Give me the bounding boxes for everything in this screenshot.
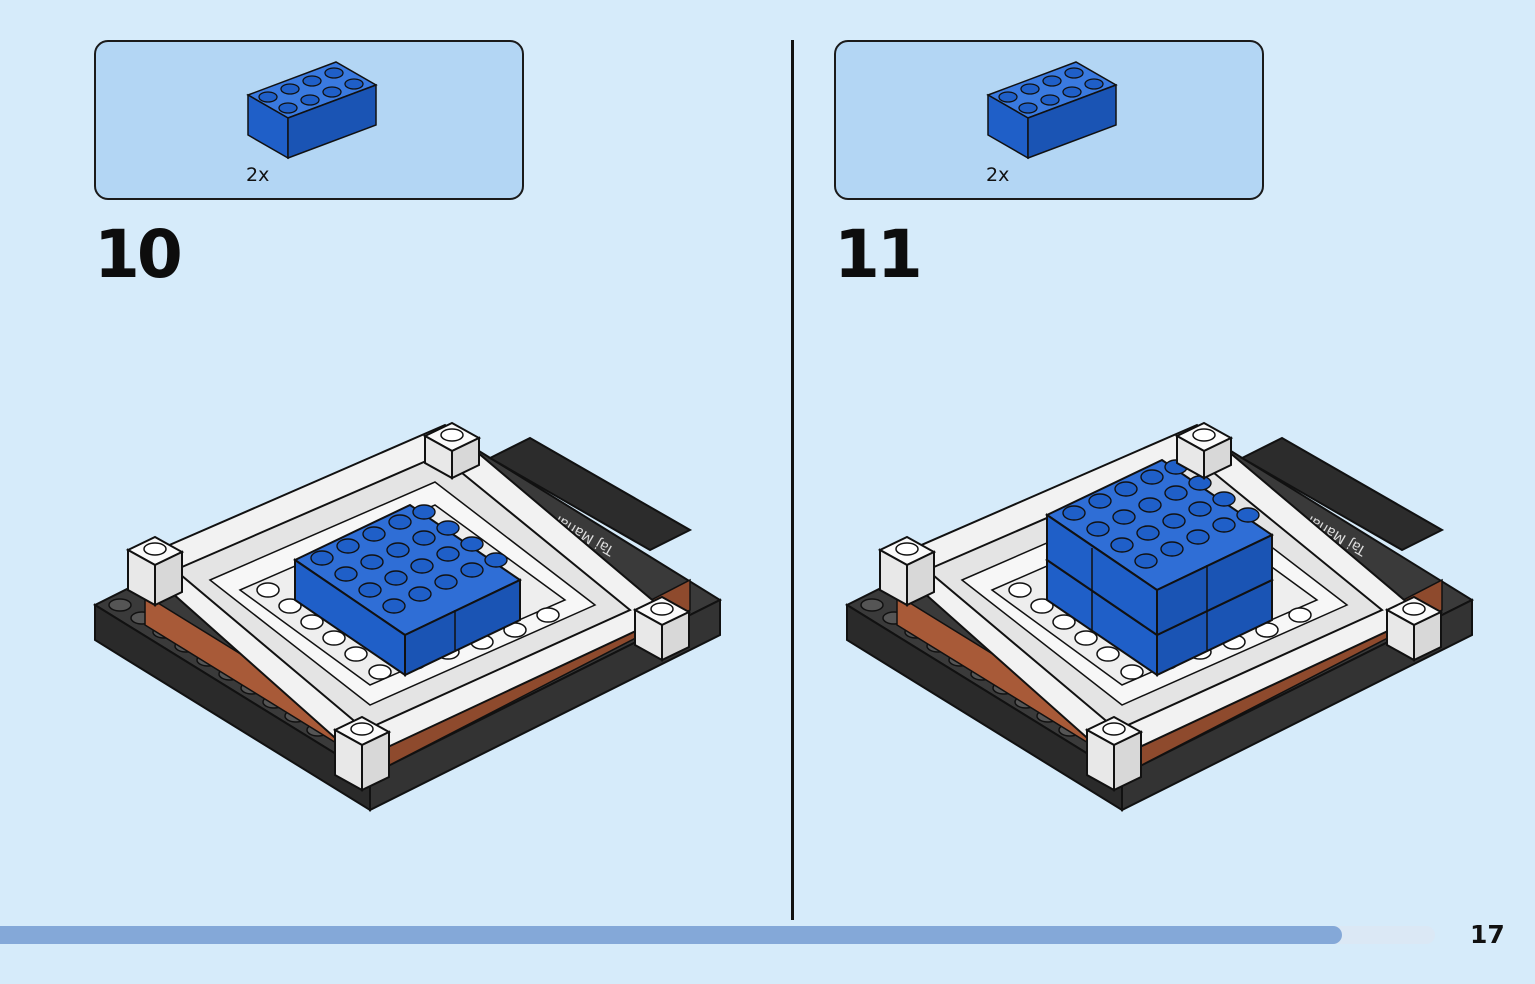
parts-callout-step-11: 2x <box>834 40 1264 200</box>
parts-quantity: 2x <box>986 164 1010 186</box>
blue-brick-2x4-icon <box>986 61 1118 160</box>
step-number: 11 <box>834 216 923 293</box>
step-11-model-illustration: Taj Mahal <box>844 421 1475 812</box>
step-10-model-illustration: Taj Mahal <box>92 421 723 812</box>
page-number: 17 <box>1470 920 1505 949</box>
parts-callout-step-10: 2x <box>94 40 524 200</box>
step-number: 10 <box>94 216 183 293</box>
step-divider <box>791 40 794 920</box>
parts-quantity: 2x <box>246 164 270 186</box>
instruction-progress-bar <box>0 926 1435 944</box>
blue-brick-2x4-icon <box>246 61 378 160</box>
progress-fill <box>0 926 1342 944</box>
